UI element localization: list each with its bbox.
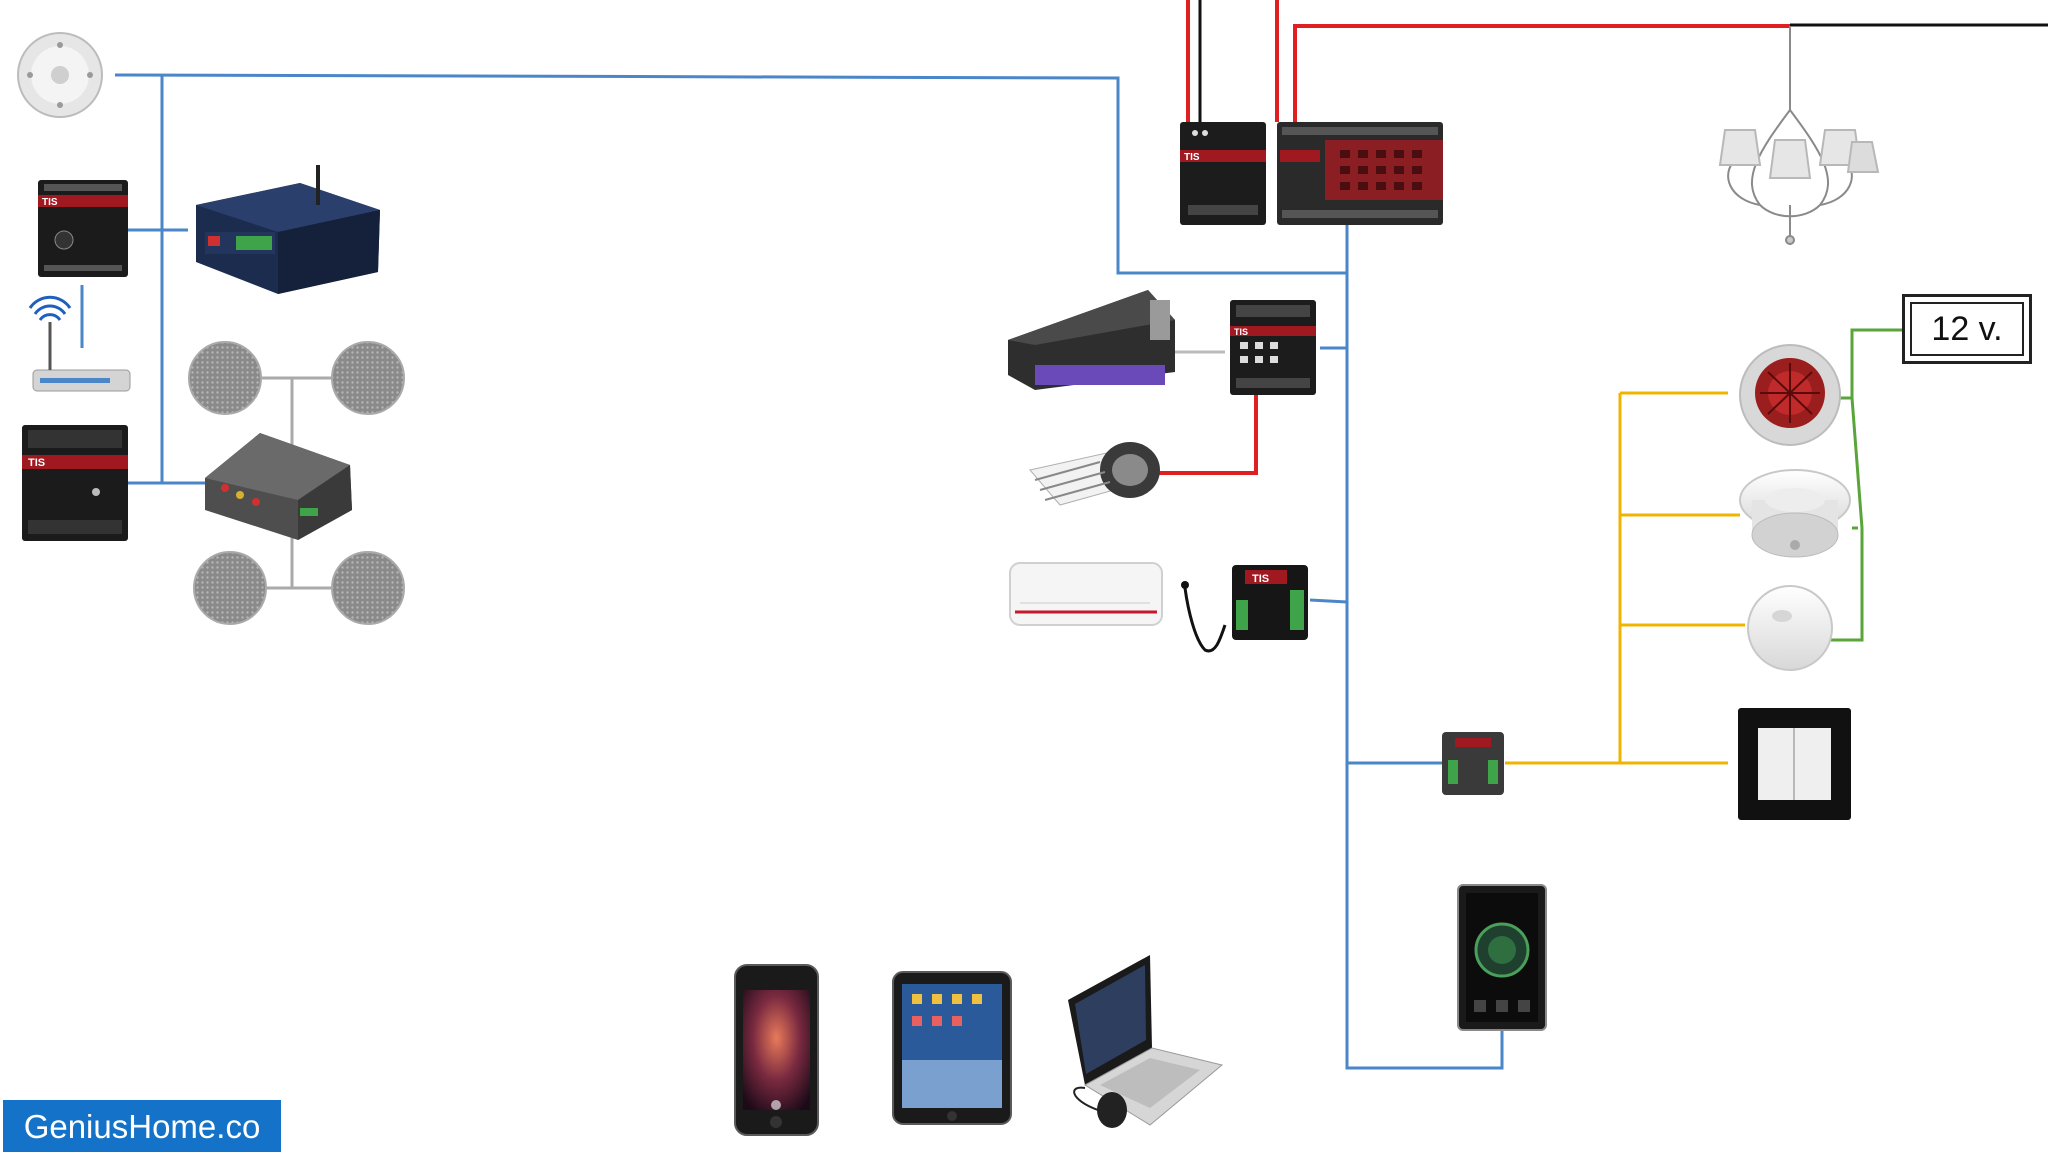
tablet [892, 971, 1012, 1125]
din-module-left-top: TIS [38, 180, 128, 277]
gateway-box [196, 165, 380, 294]
audio-speakers [188, 341, 405, 625]
device-logo: TIS [42, 197, 58, 208]
device-logo: TIS [1234, 327, 1248, 337]
laptop [1068, 955, 1224, 1128]
bus-wire-top [114, 73, 1347, 275]
ceiling-speaker-2 [331, 341, 405, 415]
ducted-fan-coil-unit [1008, 290, 1225, 390]
bus-wires [80, 73, 1504, 1070]
relay-dimmer-module [1277, 122, 1443, 225]
voltage-label-12v: 12 v. [1902, 294, 2032, 364]
split-air-conditioner [1009, 562, 1163, 626]
neutral-wires [1198, 0, 2048, 122]
floor-heating-mat [1029, 442, 1160, 506]
smoke-detector [1739, 469, 1851, 558]
device-logo: TIS [1184, 152, 1200, 163]
device-logo: TIS [1252, 573, 1269, 585]
touch-panel-thermostat [1457, 884, 1547, 1031]
hvac-relay-module: TIS [1230, 300, 1316, 395]
ceiling-speaker-3 [193, 551, 267, 625]
wifi-router [28, 295, 131, 392]
power-wire-floor-heating [1150, 395, 1258, 475]
power-wire-chandelier [1293, 24, 1790, 122]
power-wires [1150, 0, 1790, 475]
brand-label: GeniusHome.co [3, 1100, 281, 1152]
switch-interface-module [1442, 732, 1504, 795]
siren-alarm [1739, 344, 1841, 446]
device-logo: TIS [28, 457, 45, 469]
chandelier [1718, 26, 1880, 245]
supply-wire-riser [1830, 328, 1902, 642]
ceiling-sensor [17, 32, 103, 118]
ac-control-module: TIS [1232, 565, 1308, 640]
ceiling-speaker-1 [188, 341, 262, 415]
power-supply-module: TIS [1180, 122, 1266, 225]
audio-amplifier [205, 433, 352, 540]
smartphone [734, 964, 819, 1136]
bus-wire-to-ac-module [1309, 598, 1348, 604]
motion-detector [1747, 585, 1833, 671]
sensor-wires [1505, 391, 1745, 765]
bus-wire-main-riser [1345, 222, 1504, 1070]
din-module-left-bottom: TIS [22, 425, 128, 541]
ir-emitter-cable [1181, 581, 1227, 653]
wall-light-switch [1738, 708, 1851, 820]
ceiling-speaker-4 [331, 551, 405, 625]
